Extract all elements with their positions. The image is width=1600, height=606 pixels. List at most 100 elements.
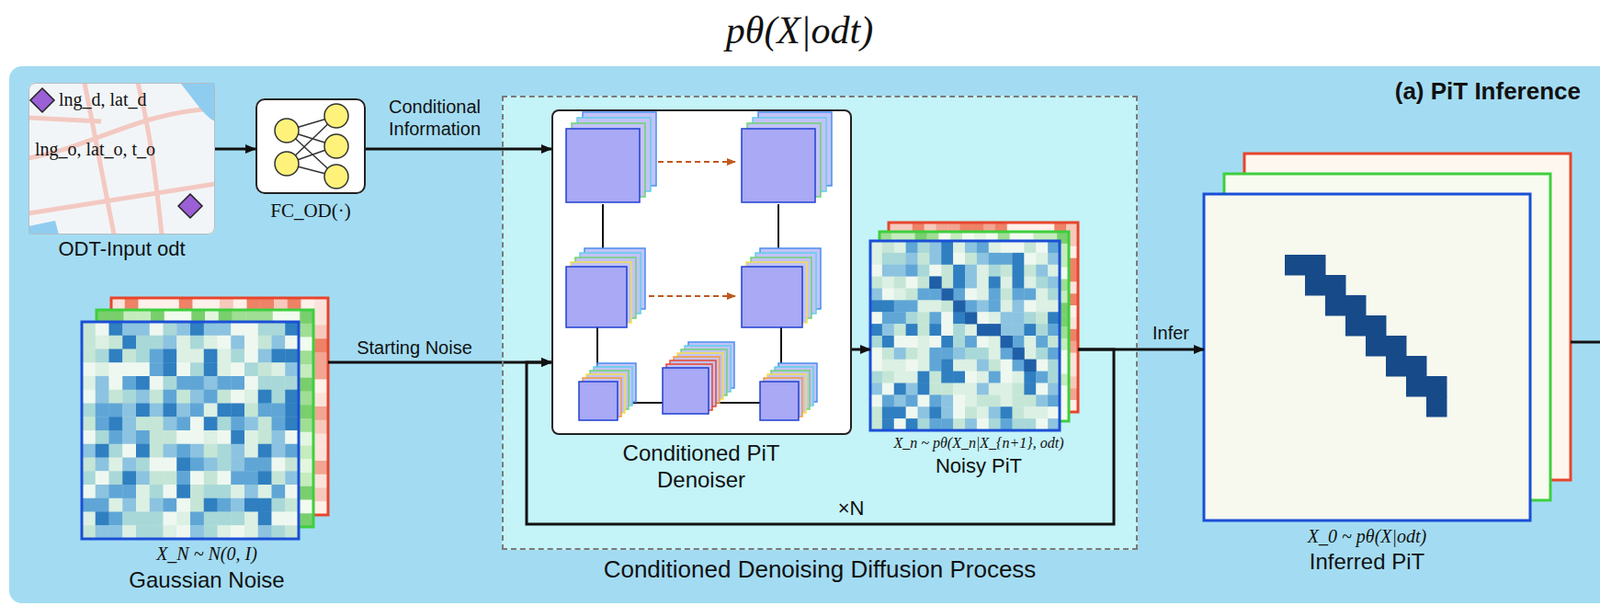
noise-cell — [299, 323, 314, 338]
noise-cell — [314, 487, 329, 502]
noise-cell — [230, 524, 245, 539]
noise-cell — [230, 457, 245, 472]
noise-cell — [1012, 371, 1025, 384]
text-slot: Infer — [1143, 321, 1199, 344]
trajectory-cell — [964, 311, 977, 324]
text-slot: Conditional Information — [373, 95, 497, 140]
noise-cell — [258, 375, 273, 390]
location-diamond — [178, 193, 203, 218]
noise-cell — [870, 371, 883, 384]
trajectory-cell — [1406, 355, 1428, 377]
noise-cell — [918, 299, 931, 312]
noise-cell — [244, 470, 259, 485]
noise-cell — [272, 362, 286, 376]
noise-cell — [953, 359, 965, 372]
noise-cell — [1000, 276, 1013, 289]
noise-cell — [284, 443, 299, 458]
noise-cell — [217, 403, 232, 418]
noise-cell — [217, 321, 232, 336]
noise-cell — [882, 418, 895, 431]
noise-cell — [244, 335, 259, 350]
noise-cell — [244, 484, 259, 499]
noise-cell — [894, 335, 907, 348]
noise-cell — [136, 362, 150, 376]
noise-cell — [941, 371, 954, 384]
noise-cell — [163, 430, 178, 444]
noise-cell — [1012, 240, 1025, 253]
noise-cell — [230, 443, 245, 458]
noise-cell — [964, 288, 977, 301]
connector — [365, 147, 552, 151]
noise-cell — [136, 470, 150, 485]
noise-cell — [230, 321, 245, 336]
noise-cell — [163, 321, 178, 336]
noise-cell — [230, 430, 245, 444]
noise-cell — [1000, 299, 1013, 312]
noise-cell — [941, 383, 954, 396]
noise-cell — [217, 498, 232, 512]
noise-cell — [176, 375, 191, 390]
noise-cell — [1023, 240, 1036, 253]
noise-cell — [95, 457, 110, 472]
text-slot: ×N — [825, 496, 877, 521]
noise-cell — [882, 406, 895, 419]
noise-cell — [81, 430, 96, 444]
noise-cell — [882, 335, 895, 348]
noise-cell — [299, 363, 314, 378]
noise-cell — [894, 311, 907, 324]
noise-cell — [894, 264, 907, 277]
noise-cell — [190, 457, 205, 472]
noise-cell — [176, 498, 191, 512]
noise-cell — [1047, 406, 1060, 419]
noise-cell — [906, 406, 919, 419]
noise-cell — [230, 375, 245, 390]
noise-cell — [149, 457, 164, 472]
noise-ground — [111, 297, 329, 515]
noise-cell — [95, 470, 110, 485]
channel-frame — [81, 321, 299, 539]
noise-cell — [163, 349, 178, 364]
node-label: FC_OD(·) — [246, 199, 375, 223]
noise-cell — [190, 375, 205, 390]
noise-cell — [976, 252, 989, 265]
noise-cell — [870, 323, 883, 336]
noise-cell — [964, 276, 977, 289]
text-slot: Conditioned Denoising Diffusion Process — [501, 555, 1138, 584]
noise-cell — [244, 430, 259, 444]
noise-cell — [882, 347, 895, 360]
noise-cell — [1012, 383, 1025, 396]
edge-label: Conditional Information — [373, 95, 497, 140]
noise-cell — [964, 335, 977, 348]
noise-cell — [136, 403, 150, 418]
noise-cell — [988, 394, 1001, 407]
noise-cell — [1023, 264, 1036, 277]
channel-frame — [96, 309, 314, 527]
noise-cell — [136, 511, 150, 526]
noise-cell — [941, 406, 954, 419]
feature-map — [566, 128, 640, 203]
noise-cell — [988, 371, 1001, 384]
noise-cell — [217, 389, 232, 404]
trajectory-cell — [1385, 355, 1408, 377]
trajectory-cell — [941, 288, 954, 301]
noise-cell — [894, 323, 907, 336]
noise-cell — [929, 264, 942, 277]
noise-cell — [217, 335, 232, 350]
noise-cell — [136, 375, 150, 390]
noise-cell — [136, 457, 150, 472]
noise-cell — [299, 486, 314, 500]
noise-cell — [929, 359, 942, 372]
noise-cell — [244, 443, 259, 458]
noise-cell — [882, 240, 895, 253]
fc-box-outline — [255, 98, 366, 194]
noise-cell — [95, 524, 110, 539]
node-label: ODT-Input odt — [22, 237, 221, 261]
connector — [851, 348, 871, 352]
noise-cell — [929, 371, 942, 384]
noisy-stack-outline — [870, 222, 1079, 431]
noise-cell — [976, 359, 989, 372]
noise-cell — [95, 403, 110, 418]
noise-cell — [190, 416, 205, 431]
noise-cell — [176, 349, 191, 364]
noise-cell — [1000, 264, 1013, 277]
